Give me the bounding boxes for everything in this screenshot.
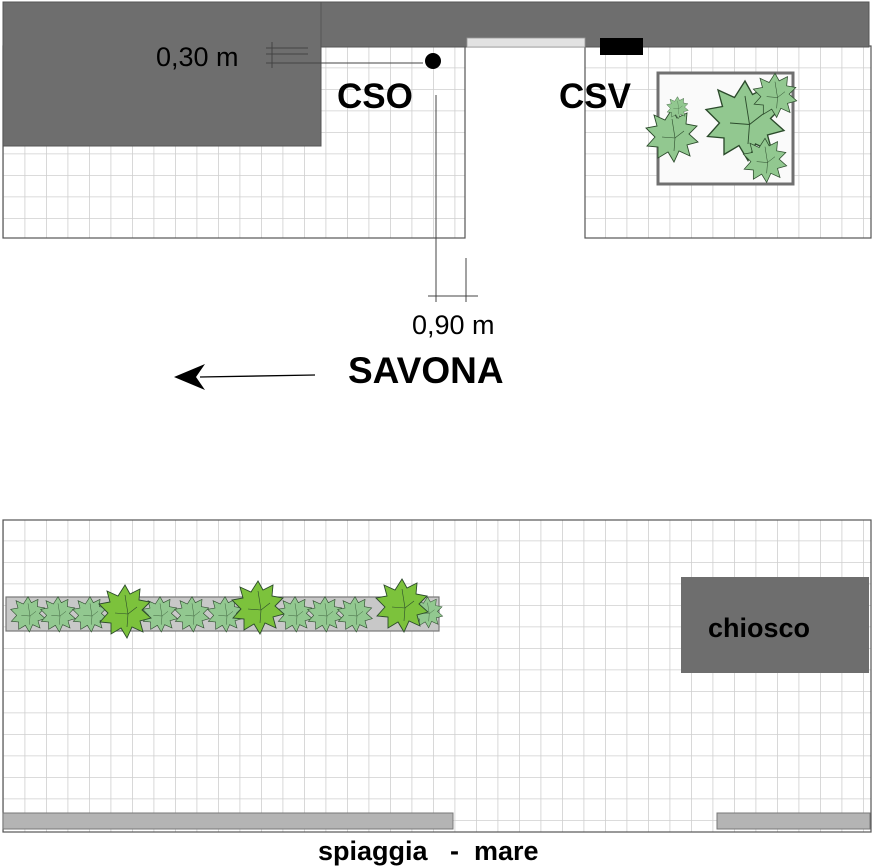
dimension-label-top: 0,30 m [156,42,239,72]
cso-label: CSO [337,77,413,116]
csv-label: CSV [559,77,632,116]
direction-label: SAVONA [348,350,504,391]
building-left [2,1,322,147]
gate-strip [466,37,586,48]
dimension-label-mid: 0,90 m [412,310,495,340]
curb-left [2,812,454,830]
marker-dot-icon [425,53,441,69]
arrow-left-icon [174,364,316,390]
kiosk-label: chiosco [708,613,810,643]
beach-sea-label: spiaggia - mare [318,836,539,866]
curb-right [716,812,871,830]
sidewalk-bottom [2,519,872,833]
csv-marker [600,38,643,55]
kiosk [681,577,869,673]
